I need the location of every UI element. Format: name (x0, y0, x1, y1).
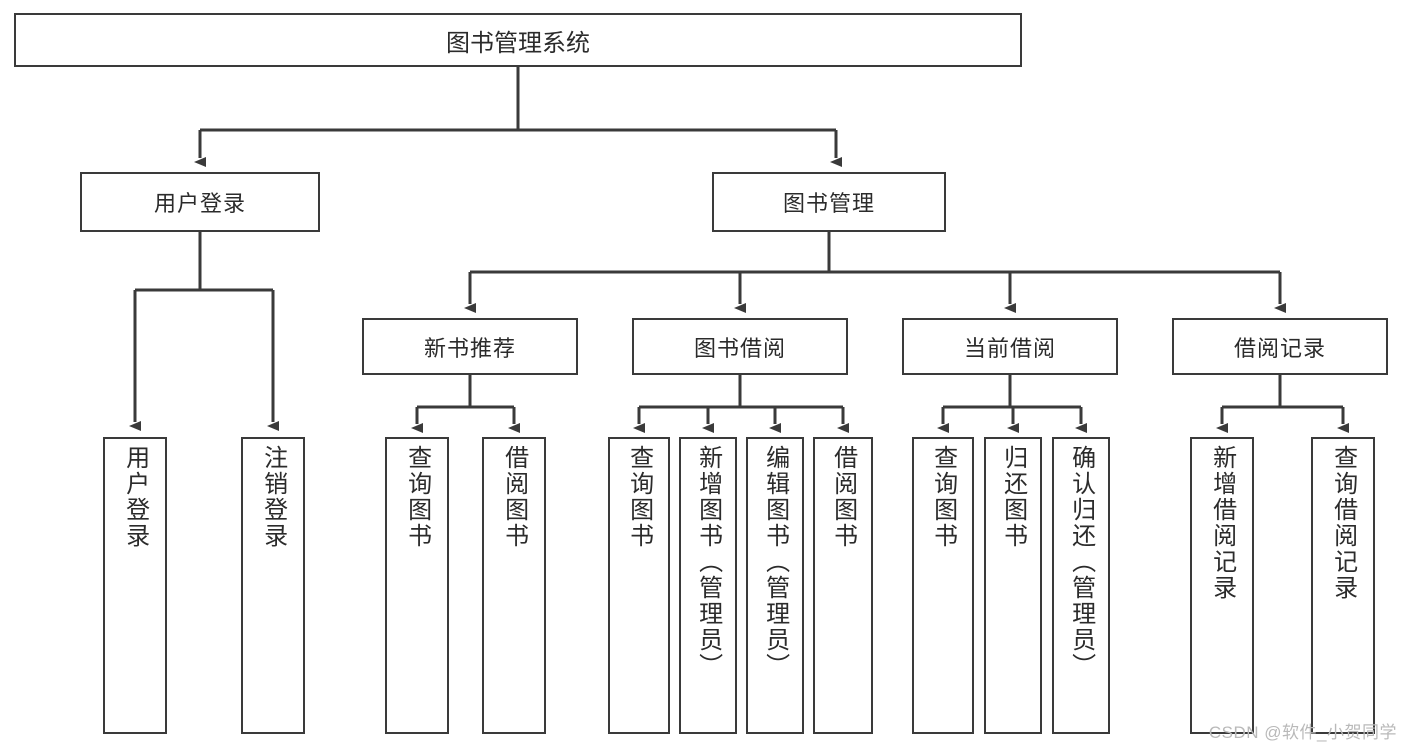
leaf-confirm-return-admin[interactable]: 确认归还（管理员） (1052, 437, 1110, 734)
node-borrow-record-label: 借阅记录 (1233, 335, 1326, 361)
leaf-add-book-admin[interactable]: 新增图书（管理员） (679, 437, 737, 734)
leaf-borrow-book-recommend-label: 借阅图书 (500, 445, 528, 549)
leaf-user-login-label: 用户登录 (121, 445, 149, 549)
node-current-borrow[interactable]: 当前借阅 (902, 318, 1118, 375)
leaf-query-book-borrow[interactable]: 查询图书 (608, 437, 670, 734)
leaf-add-borrow-record-label: 新增借阅记录 (1208, 445, 1236, 601)
leaf-borrow-book-label: 借阅图书 (829, 445, 857, 549)
leaf-add-borrow-record[interactable]: 新增借阅记录 (1190, 437, 1254, 734)
leaf-query-borrow-record[interactable]: 查询借阅记录 (1311, 437, 1375, 734)
leaf-confirm-return-admin-label: 确认归还（管理员） (1067, 445, 1095, 679)
leaf-return-book-label: 归还图书 (999, 445, 1027, 549)
leaf-return-book[interactable]: 归还图书 (984, 437, 1042, 734)
leaf-query-book-recommend-label: 查询图书 (403, 445, 431, 549)
leaf-logout[interactable]: 注销登录 (241, 437, 305, 734)
node-new-book-recommend-label: 新书推荐 (423, 335, 516, 361)
node-root[interactable]: 图书管理系统 (14, 13, 1022, 67)
node-user-login[interactable]: 用户登录 (80, 172, 320, 232)
node-user-login-label: 用户登录 (153, 191, 246, 216)
leaf-edit-book-admin[interactable]: 编辑图书（管理员） (746, 437, 804, 734)
leaf-logout-label: 注销登录 (259, 445, 287, 549)
node-book-management[interactable]: 图书管理 (712, 172, 946, 232)
leaf-query-borrow-record-label: 查询借阅记录 (1329, 445, 1357, 601)
node-borrow-record[interactable]: 借阅记录 (1172, 318, 1388, 375)
leaf-query-book-borrow-label: 查询图书 (625, 445, 653, 549)
leaf-query-book-recommend[interactable]: 查询图书 (385, 437, 449, 734)
node-new-book-recommend[interactable]: 新书推荐 (362, 318, 578, 375)
leaf-query-book-current[interactable]: 查询图书 (912, 437, 974, 734)
node-current-borrow-label: 当前借阅 (963, 335, 1056, 361)
leaf-borrow-book-recommend[interactable]: 借阅图书 (482, 437, 546, 734)
leaf-user-login[interactable]: 用户登录 (103, 437, 167, 734)
watermark: CSDN @软件_小贺同学 (1208, 723, 1397, 742)
leaf-query-book-current-label: 查询图书 (929, 445, 957, 549)
leaf-add-book-admin-label: 新增图书（管理员） (694, 445, 722, 679)
node-root-label: 图书管理系统 (446, 29, 590, 57)
node-book-borrow[interactable]: 图书借阅 (632, 318, 848, 375)
node-book-management-label: 图书管理 (782, 191, 875, 216)
leaf-edit-book-admin-label: 编辑图书（管理员） (761, 445, 789, 679)
leaf-borrow-book[interactable]: 借阅图书 (813, 437, 873, 734)
node-book-borrow-label: 图书借阅 (693, 335, 786, 361)
